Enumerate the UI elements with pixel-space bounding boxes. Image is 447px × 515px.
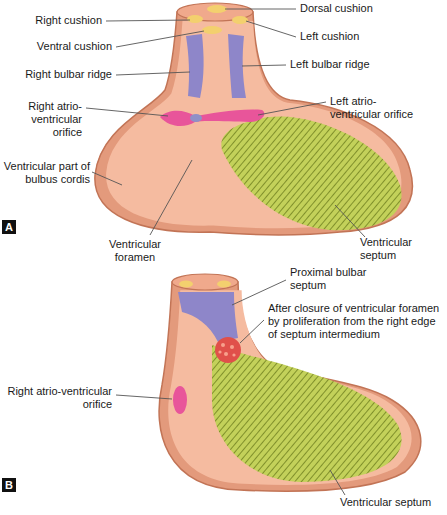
part-label: Right bulbar ridge [2, 68, 112, 81]
part-label: Right atrio-ventricular orifice [2, 100, 82, 139]
part-label: Ventricular septum [340, 496, 445, 509]
part-label: Left atrio-ventricular orifice [330, 95, 415, 121]
part-label: Ventricular foramen [95, 238, 175, 264]
part-label: Left bulbar ridge [290, 58, 390, 71]
part-label: Right atrio-ventricular orifice [2, 385, 112, 411]
part-label: After closure of ventricular foramen by … [268, 302, 443, 341]
panel-letter-text: B [5, 479, 13, 491]
part-label: Ventricular part of bulbus cordis [2, 160, 90, 186]
panel-letter: A [2, 220, 16, 234]
part-label: Dorsal cushion [300, 2, 430, 15]
panel-letter-text: A [5, 221, 13, 233]
panel-letter: B [2, 478, 16, 492]
part-label: Proximal bulbar septum [290, 266, 400, 292]
part-label: Ventricular septum [360, 236, 440, 262]
part-label: Ventral cushion [2, 40, 112, 53]
part-label: Right cushion [2, 14, 102, 27]
part-label: Left cushion [300, 30, 430, 43]
